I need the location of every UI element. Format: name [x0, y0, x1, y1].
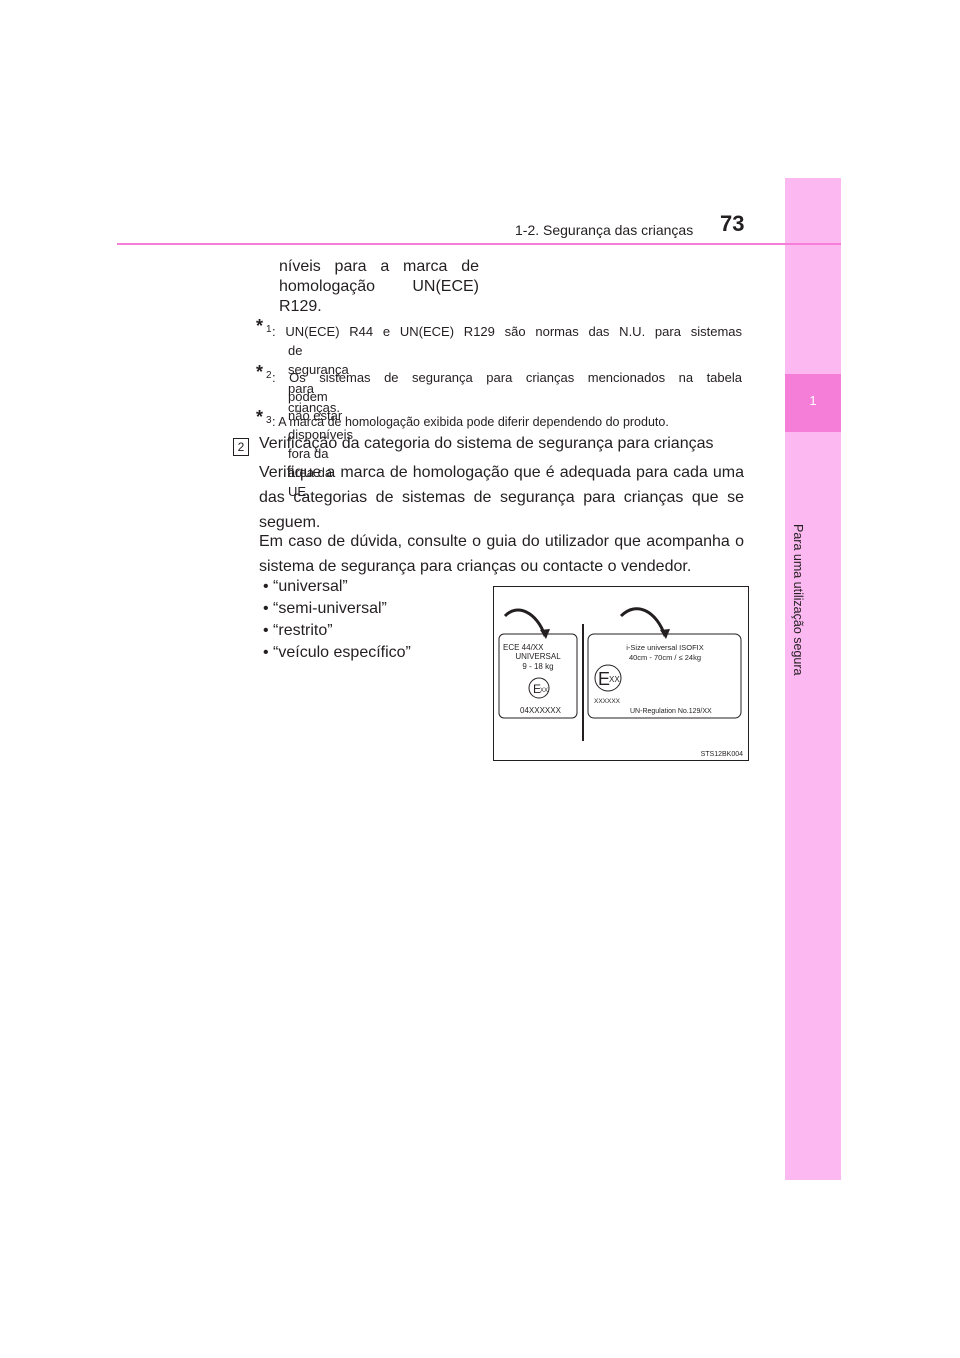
- right-arrow-icon: [619, 607, 667, 637]
- chapter-title: Para uma utilização segura: [791, 524, 805, 676]
- left-arrow-head-icon: [540, 629, 550, 639]
- continued-text: níveis para a marca de homologação UN(EC…: [279, 257, 479, 317]
- page-number: 73: [720, 211, 745, 236]
- chapter-number: 1: [809, 393, 817, 408]
- approval-label-figure: ECE 44/XX UNIVERSAL 9 - 18 kg E XX 04XXX…: [493, 586, 749, 761]
- word: níveis: [279, 258, 321, 275]
- right-regulation-text: UN-Regulation No.129/XX: [630, 708, 712, 715]
- right-approval-e: E: [598, 669, 610, 689]
- word: UN(ECE): [412, 278, 479, 295]
- section-title: 1-2. Segurança das crianças: [515, 222, 694, 238]
- list-item: • “veículo específico”: [263, 644, 411, 661]
- footnote-text-cont: podem não estar disponíveis fora da área…: [288, 389, 354, 499]
- footnote-text-cont: de segurança para crianças.: [288, 343, 349, 415]
- footnote-text: : UN(ECE) R44 e UN(ECE) R129 são normas …: [272, 324, 742, 339]
- footnote-asterisk: *: [256, 362, 264, 382]
- figure-code: STS12BK004: [701, 751, 744, 758]
- left-approval-e: E: [533, 682, 541, 696]
- left-approval-circle: [528, 677, 550, 699]
- figure-frame: [493, 586, 749, 761]
- list-item: • “semi-universal”: [263, 600, 387, 617]
- word: de: [461, 258, 479, 275]
- continued-line-2: homologação UN(ECE): [279, 277, 479, 297]
- left-approval-code: 04XXXXXX: [520, 706, 562, 715]
- right-approval-circle: [594, 664, 622, 692]
- section-heading: Verificação da categoria do sistema de s…: [259, 435, 714, 452]
- list-item: • “restrito”: [263, 622, 333, 639]
- word: para: [334, 258, 367, 275]
- left-label-line2: UNIVERSAL: [515, 652, 561, 661]
- paragraph-1: Verifique a marca de homologação que é a…: [259, 464, 744, 531]
- word: marca: [402, 258, 448, 275]
- footnote-asterisk: *: [256, 316, 264, 336]
- chapter-tab-active: [785, 374, 841, 432]
- footnote-asterisk: *: [256, 407, 264, 427]
- footnote-text: : A marca de homologação exibida pode di…: [272, 415, 669, 429]
- footnote-number: 2: [266, 370, 272, 381]
- section-number-box: 2: [233, 438, 249, 456]
- paragraph-2: Em caso de dúvida, consulte o guia do ut…: [259, 533, 744, 575]
- footnote-number: 3: [266, 415, 272, 426]
- list-item: • “universal”: [263, 578, 348, 595]
- right-approval-sub: XX: [609, 675, 620, 684]
- footnote-text: : Os sistemas de segurança para crianças…: [272, 370, 742, 385]
- word: homologação: [279, 278, 376, 295]
- right-arrow-head-icon: [660, 629, 670, 639]
- continued-line-1: níveis para a marca de: [279, 257, 479, 277]
- left-label-line3: 9 - 18 kg: [522, 662, 553, 671]
- chapter-sidebar: [785, 178, 841, 1180]
- left-approval-sub: XX: [540, 688, 548, 694]
- header-rule: [117, 243, 841, 245]
- left-label-frame: [498, 633, 578, 719]
- right-label-line1: i-Size universal ISOFIX: [626, 643, 704, 652]
- right-label-line2: 40cm - 70cm / ≤ 24kg: [629, 653, 701, 662]
- continued-line-3: R129.: [279, 298, 322, 315]
- right-approval-code: XXXXXX: [594, 698, 621, 705]
- left-label-line1: ECE 44/XX: [503, 643, 544, 652]
- footnote-number: 1: [266, 324, 272, 335]
- category-list: • “universal” • “semi-universal” • “rest…: [263, 576, 411, 664]
- word: a: [380, 258, 390, 275]
